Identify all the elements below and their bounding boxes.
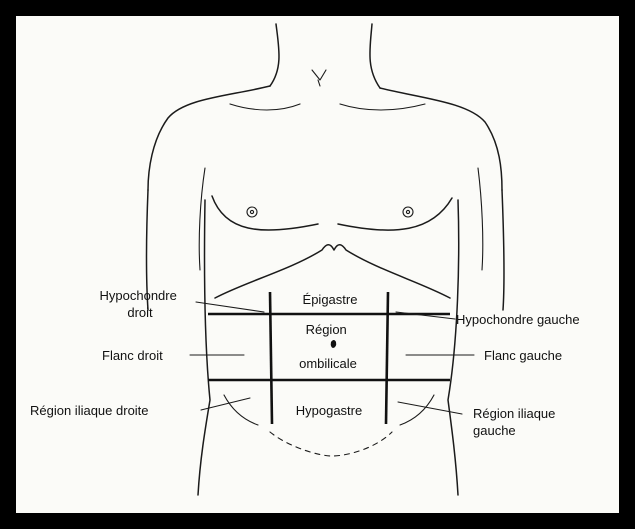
label-hypochondre-gauche: Hypochondre gauche xyxy=(456,312,580,327)
groin-dashed xyxy=(270,432,392,456)
right-clavicle xyxy=(340,104,425,110)
label-iliaque-gauche-line2: gauche xyxy=(473,423,516,438)
rib-cage-arc xyxy=(215,245,450,298)
label-flanc-droit: Flanc droit xyxy=(102,348,163,363)
grid-left-line xyxy=(270,292,272,424)
left-iliac-curve xyxy=(224,395,258,425)
label-region-ombilicale-line2: ombilicale xyxy=(299,356,357,371)
leader-hypochondre-droit xyxy=(196,302,264,312)
label-hypochondre-droit: Hypochondre droit xyxy=(100,288,181,320)
torso-right-side xyxy=(448,200,459,495)
leader-iliaque-gauche xyxy=(398,402,462,414)
right-arm-outer xyxy=(502,190,504,310)
right-iliac-curve xyxy=(400,395,434,425)
label-iliaque-gauche: Région iliaque gauche xyxy=(473,406,559,438)
right-nipple-center xyxy=(406,210,409,213)
right-shoulder-line xyxy=(380,88,502,190)
left-pectoral xyxy=(212,196,318,230)
right-nipple xyxy=(403,207,413,217)
navel xyxy=(331,340,336,348)
torso-left-side xyxy=(198,200,210,495)
right-pectoral xyxy=(338,198,452,230)
label-hypogastre: Hypogastre xyxy=(296,403,362,418)
torso-drawing xyxy=(147,24,505,495)
label-epigastre: Épigastre xyxy=(303,292,358,307)
left-nipple xyxy=(247,207,257,217)
grid-right-line xyxy=(386,292,388,424)
left-clavicle xyxy=(230,104,300,110)
leader-iliaque-droite xyxy=(201,398,250,410)
label-flanc-gauche: Flanc gauche xyxy=(484,348,562,363)
label-hypochondre-droit-line1: Hypochondre xyxy=(100,288,177,303)
right-armpit-line xyxy=(478,168,483,270)
label-hypochondre-droit-line2: droit xyxy=(127,305,153,320)
neck-left-line xyxy=(270,24,279,86)
left-shoulder-line xyxy=(148,86,270,190)
label-iliaque-droite: Région iliaque droite xyxy=(30,403,149,418)
label-region-ombilicale-line1: Région xyxy=(306,322,347,337)
throat-mark xyxy=(312,70,326,86)
neck-right-line xyxy=(370,24,380,88)
labels: Hypochondre droit Épigastre Hypochondre … xyxy=(30,288,580,438)
left-nipple-center xyxy=(250,210,253,213)
label-region-ombilicale: Région ombilicale xyxy=(299,322,357,371)
label-iliaque-gauche-line1: Région iliaque xyxy=(473,406,555,421)
